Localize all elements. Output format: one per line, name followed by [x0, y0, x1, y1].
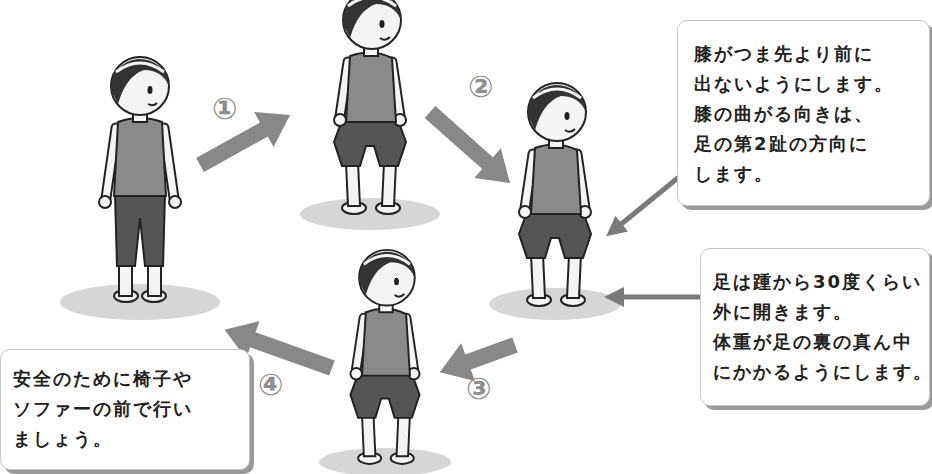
leader-arrow [614, 295, 700, 300]
standing-figure [99, 57, 181, 302]
floor-shadow [300, 198, 440, 230]
squatting-figure [334, 0, 406, 214]
step-number: ③ [466, 372, 491, 406]
callout-text: 安全のために椅子や ソファーの前で行い ましょう。 [13, 364, 241, 454]
step-arrow [417, 97, 524, 198]
floor-shadow [489, 288, 621, 320]
step-number: ② [468, 70, 493, 104]
squatting-figure [519, 83, 591, 306]
step-number: ④ [258, 368, 283, 402]
floor-shadow [319, 448, 451, 474]
callout-text: 膝がつま先より前に 出ないようにします。 膝の曲がる向きは、 足の第2趾の方向に… [694, 39, 919, 189]
step-arrow [190, 98, 299, 183]
callout-box: 安全のために椅子や ソファーの前で行い ましょう。 [0, 349, 250, 470]
callout-text: 足は踵から30度くらい 外に開きます。 体重が足の裏の真ん中 にかかるようにしま… [713, 267, 921, 387]
squatting-figure [350, 250, 419, 464]
floor-shadow [60, 284, 220, 320]
callout-box: 膝がつま先より前に 出ないようにします。 膝の曲がる向きは、 足の第2趾の方向に… [677, 20, 930, 206]
step-number: ① [212, 92, 237, 126]
callout-box: 足は踵から30度くらい 外に開きます。 体重が足の裏の真ん中 にかかるようにしま… [700, 248, 930, 406]
